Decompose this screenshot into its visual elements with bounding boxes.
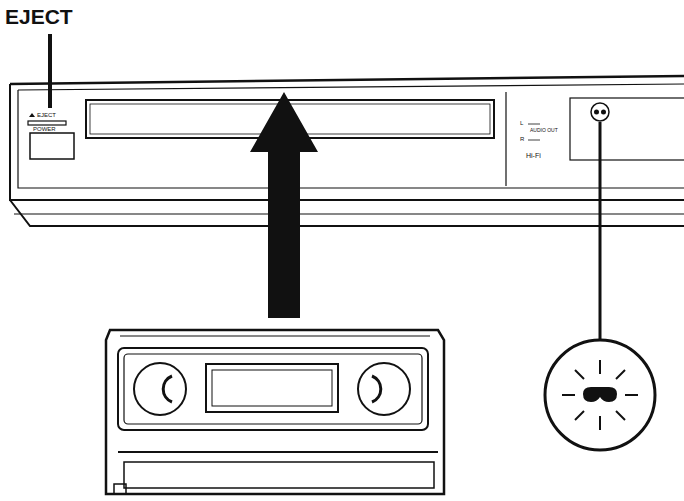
panel-divider [505, 92, 506, 186]
leader-line [48, 34, 52, 108]
indicator-symbol [583, 387, 617, 402]
eject-symbol [29, 113, 35, 117]
vcr-front-outline [10, 84, 684, 200]
jack-mark [528, 124, 540, 125]
vcr-panel-outline [18, 90, 684, 188]
insert-arrow [250, 92, 318, 318]
eject-button [28, 121, 66, 125]
callout-label: EJECT [5, 6, 73, 27]
display-window [570, 98, 684, 160]
indicator-symbol [594, 110, 606, 115]
jack-label: L [520, 120, 523, 126]
vcr-base-line [14, 213, 684, 214]
magnified-indicator [545, 340, 655, 450]
indicator-lamp [591, 103, 609, 121]
video-cassette [106, 330, 444, 494]
power-button [30, 133, 74, 159]
badge-label: Hi-Fi [526, 152, 541, 159]
jack-label: AUDIO OUT [530, 128, 558, 133]
button-label: POWER [33, 126, 56, 132]
vcr-top-edge [10, 76, 684, 84]
light-rays [562, 360, 638, 430]
leader-line [599, 122, 602, 340]
jack-label: R [520, 136, 524, 142]
vcr-base [10, 200, 684, 226]
vcr-panel-top [18, 84, 684, 90]
jack-mark [528, 140, 540, 141]
button-label: EJECT [37, 112, 56, 118]
